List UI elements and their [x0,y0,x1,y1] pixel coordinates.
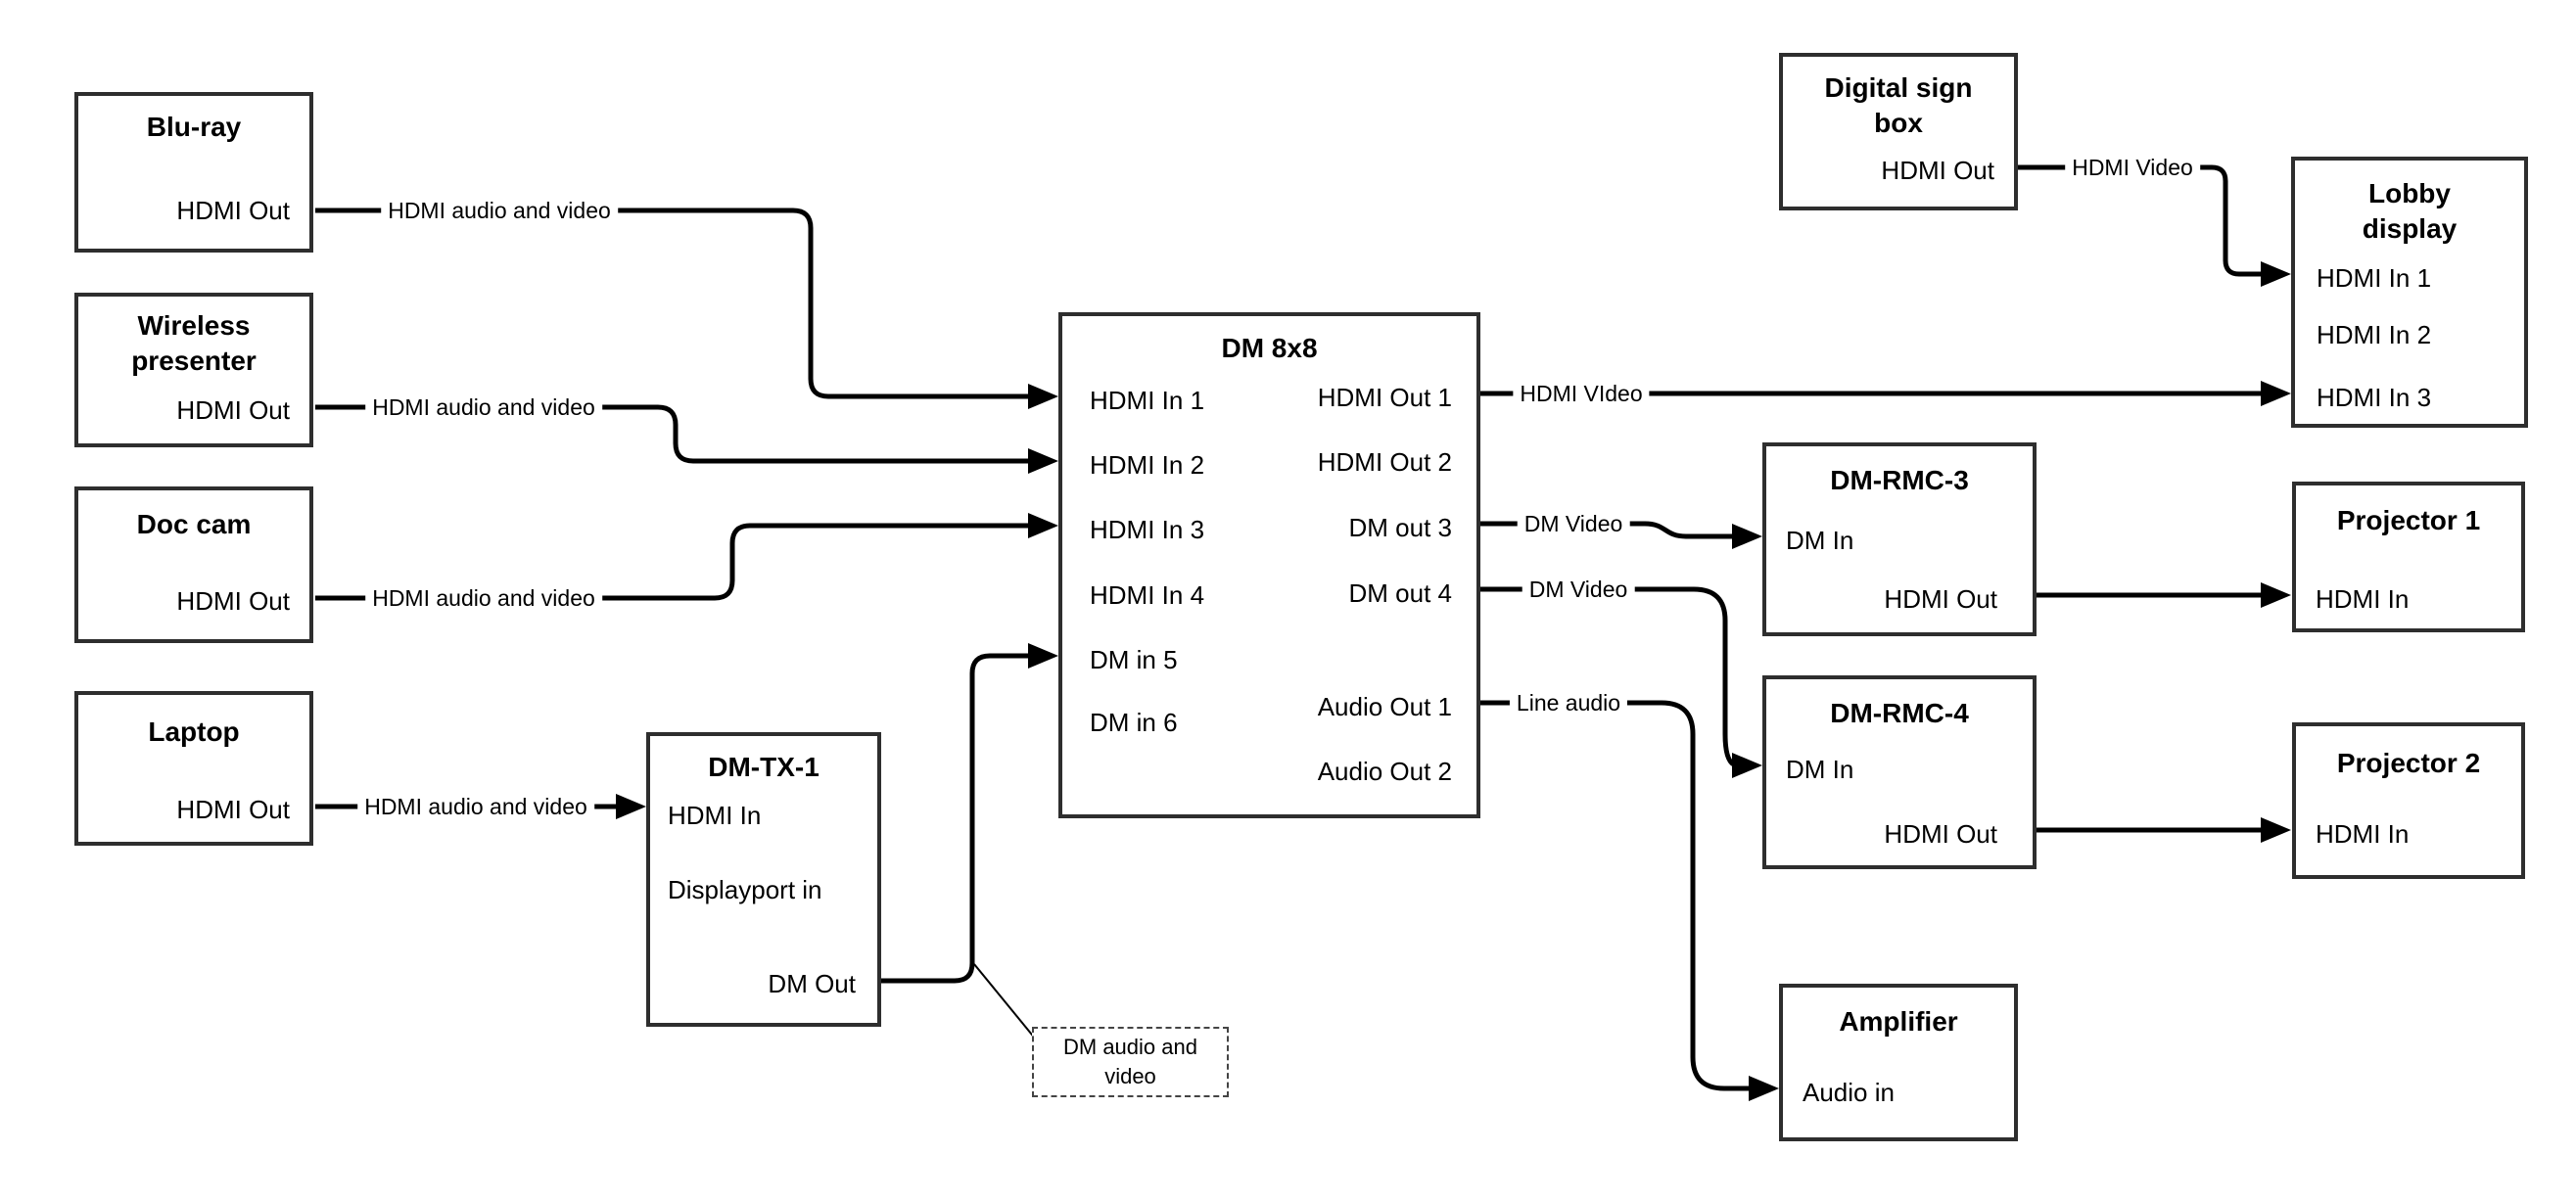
port-rmc3-dm-in: DM In [1786,526,1854,555]
node-bluray: Blu-ray HDMI Out [74,92,313,253]
arrowhead [1028,448,1058,474]
arrowhead [1732,753,1762,778]
edge-audioout1-to-amp [1480,700,1752,1091]
port-dm8x8-dm-out-4: DM out 4 [1348,578,1453,608]
port-dmtx1-hdmi-in: HDMI In [668,801,762,830]
arrowhead [2261,817,2291,843]
edge-dmout4-to-rmc4 [1480,586,1739,768]
arrowhead [1749,1076,1779,1101]
node-title: Laptop [148,716,240,747]
node-title: DM 8x8 [1221,333,1318,363]
arrowhead [2261,261,2291,287]
port-bluray-hdmi-out: HDMI Out [176,196,290,225]
arrowhead [1028,643,1058,669]
edge-label-wireless: HDMI audio and video [365,394,602,420]
node-title: DM-RMC-4 [1830,698,1969,728]
edge-label-dm-video-out3: DM Video [1517,511,1630,536]
node-title: Lobby display [2362,178,2458,244]
arrowhead [1732,524,1762,549]
arrowhead [616,794,646,819]
port-dm8x8-audio-out-1: Audio Out 1 [1317,692,1452,721]
port-dm8x8-hdmi-in-2: HDMI In 2 [1090,450,1205,480]
callout-text: DM audio and video [1063,1035,1197,1088]
port-dm8x8-hdmi-in-4: HDMI In 4 [1090,580,1205,610]
edge-label-bluray: HDMI audio and video [381,198,618,223]
edge-dmtx1-to-dm8x8-in5 [881,653,1031,984]
edge-label-dm-video-out4: DM Video [1522,577,1635,602]
node-title: Amplifier [1839,1006,1958,1037]
port-proj2-hdmi-in: HDMI In [2316,819,2410,849]
port-dm8x8-dm-out-3: DM out 3 [1348,513,1453,542]
port-lobby-hdmi-in-2: HDMI In 2 [2317,320,2432,349]
port-rmc3-hdmi-out: HDMI Out [1884,584,1997,614]
edge-label-hdmi-video-out1: HDMI VIdeo [1513,381,1650,406]
edge-label-line-audio: Line audio [1509,690,1628,716]
arrowhead [2261,381,2291,406]
callout-dm-audio-and-video: DM audio and video [1032,1027,1229,1097]
node-dm-tx-1: DM-TX-1 HDMI In Displayport in DM Out [646,732,881,1027]
node-title: Blu-ray [146,112,242,142]
node-dm-rmc-4: DM-RMC-4 DM In HDMI Out [1762,675,2037,869]
node-title: Doc cam [136,509,252,539]
node-title: DM-RMC-3 [1830,465,1969,495]
port-laptop-hdmi-out: HDMI Out [176,795,290,824]
node-title: Projector 1 [2336,505,2481,535]
edge-wireless-to-dm8x8-in2 [315,404,1031,464]
node-laptop: Laptop HDMI Out [74,691,313,846]
edge-doccam-to-dm8x8-in3 [315,523,1031,601]
edge-label-doccam: HDMI audio and video [365,585,602,611]
port-dmtx1-displayport-in: Displayport in [668,875,822,904]
port-rmc4-hdmi-out: HDMI Out [1884,819,1997,849]
port-dmtx1-dm-out: DM Out [768,969,856,998]
port-dm8x8-dm-in-6: DM in 6 [1090,708,1178,737]
port-dm8x8-hdmi-in-1: HDMI In 1 [1090,386,1205,415]
edge-dmout3-to-rmc3 [1480,521,1735,539]
port-dm8x8-hdmi-out-2: HDMI Out 2 [1317,447,1452,477]
port-dm8x8-audio-out-2: Audio Out 2 [1317,757,1452,786]
node-title: Wireless presenter [131,310,257,376]
port-lobby-hdmi-in-3: HDMI In 3 [2317,383,2432,412]
node-title: Digital sign box [1824,72,1973,138]
port-lobby-hdmi-in-1: HDMI In 1 [2317,263,2432,293]
edge-sign-to-lobby-in1 [2018,164,2264,277]
node-lobby-display: Lobby display HDMI In 1 HDMI In 2 HDMI I… [2291,157,2528,428]
node-doc-cam: Doc cam HDMI Out [74,486,313,643]
arrowhead [1028,513,1058,538]
callout-leader-line [973,963,1037,1040]
port-dm8x8-dm-in-5: DM in 5 [1090,645,1178,674]
port-rmc4-dm-in: DM In [1786,755,1854,784]
node-title: DM-TX-1 [708,752,820,782]
node-projector-1: Projector 1 HDMI In [2292,482,2525,632]
node-digital-sign-box: Digital sign box HDMI Out [1779,53,2018,210]
port-amp-audio-in: Audio in [1803,1078,1895,1107]
port-signbox-hdmi-out: HDMI Out [1881,156,1994,185]
edge-label-sign-hdmi-video: HDMI Video [2065,155,2200,180]
node-dm-8x8: DM 8x8 HDMI In 1 HDMI In 2 HDMI In 3 HDM… [1058,312,1480,818]
arrowhead [1028,384,1058,409]
node-title: Projector 2 [2336,748,2481,778]
port-proj1-hdmi-in: HDMI In [2316,584,2410,614]
port-dm8x8-hdmi-out-1: HDMI Out 1 [1317,383,1452,412]
port-dm8x8-hdmi-in-3: HDMI In 3 [1090,515,1205,544]
port-wireless-hdmi-out: HDMI Out [176,395,290,425]
arrowheads [616,261,2291,1101]
arrowhead [2261,582,2291,608]
node-dm-rmc-3: DM-RMC-3 DM In HDMI Out [1762,442,2037,636]
edge-bluray-to-dm8x8-in1 [315,208,1031,399]
edge-label-laptop: HDMI audio and video [357,794,594,819]
port-doccam-hdmi-out: HDMI Out [176,586,290,616]
node-amplifier: Amplifier Audio in [1779,984,2018,1141]
node-wireless-presenter: Wireless presenter HDMI Out [74,293,313,447]
node-projector-2: Projector 2 HDMI In [2292,722,2525,879]
